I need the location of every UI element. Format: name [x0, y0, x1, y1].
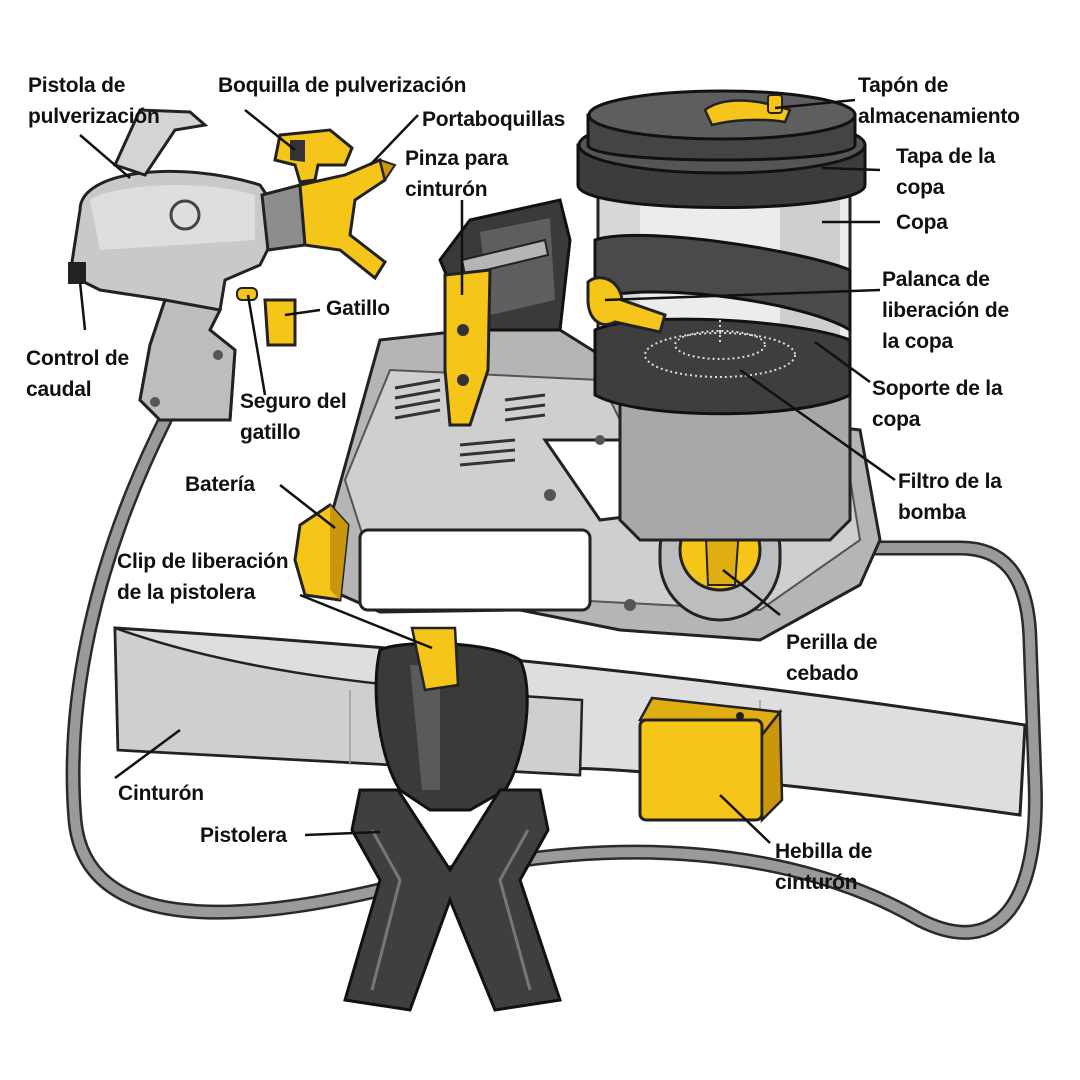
- pump-filter: [644, 320, 796, 378]
- belt-buckle: [638, 696, 784, 824]
- label-holster: Pistolera: [200, 824, 287, 847]
- label-tip-holder: Portaboquillas: [422, 108, 566, 131]
- cup-holder: [593, 233, 852, 416]
- tip-holder: [260, 157, 397, 281]
- belt-strap: [113, 626, 1027, 817]
- battery: [293, 503, 350, 602]
- leader-lines: [78, 98, 896, 844]
- cup-lid: [576, 89, 867, 209]
- label-cup: Copa: [896, 211, 948, 234]
- label-battery: Batería: [185, 473, 255, 496]
- holster: [343, 626, 562, 1012]
- storage-cap: [703, 94, 792, 127]
- label-trigger: Gatillo: [326, 297, 390, 320]
- belt-clip: [443, 268, 492, 427]
- label-spray-tip: Boquilla de pulverización: [218, 74, 467, 97]
- hose: [65, 412, 1043, 940]
- spray-tip: [273, 128, 354, 184]
- spray-gun: [68, 108, 297, 422]
- label-belt: Cinturón: [118, 782, 204, 805]
- cup-release-lever: [586, 276, 667, 334]
